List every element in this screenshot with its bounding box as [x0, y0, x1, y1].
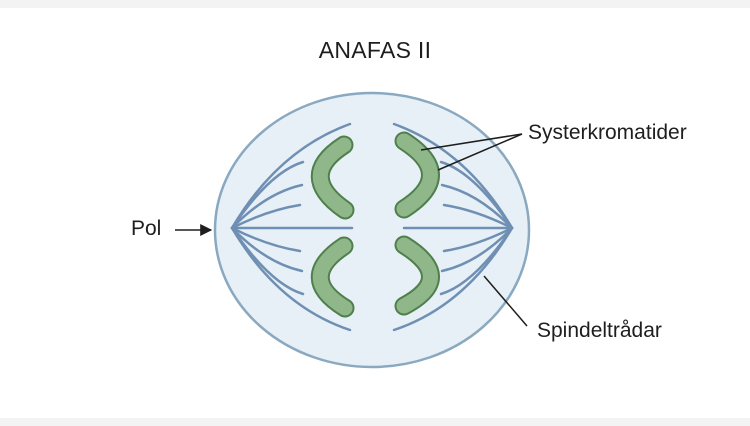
spindle-fiber — [230, 226, 304, 273]
chromatid-upper-left — [310, 135, 355, 220]
spindle-pointer — [483, 275, 528, 327]
chromatids — [310, 131, 440, 318]
pole-label: Pol — [131, 217, 162, 240]
spindle-fiber — [230, 203, 302, 230]
spindle-fiber — [230, 226, 302, 253]
spindle-fiber — [439, 160, 514, 230]
spindle-fiber — [440, 226, 514, 273]
cell-membrane — [213, 91, 531, 369]
chromatid-upper-right — [394, 131, 440, 219]
spindle-fiber — [440, 183, 514, 230]
spindle-fiber — [442, 226, 514, 253]
chromatid-lower-left — [310, 236, 355, 318]
diagram-title: ANAFAS II — [318, 37, 432, 63]
chromatid-pointer-upper — [420, 133, 523, 151]
spindle-fiber — [230, 183, 304, 230]
spindle-fiber — [392, 226, 514, 332]
spindle-fibers-label: Spindeltrådar — [537, 319, 662, 342]
label-pointers — [175, 133, 528, 327]
spindle-fiber — [230, 226, 352, 332]
spindle-fiber — [230, 160, 305, 230]
sister-chromatids-label: Systerkromatider — [528, 121, 687, 144]
chromatid-lower-right — [394, 235, 440, 316]
chromatid-pointer-lower — [437, 133, 523, 171]
spindle-fibers — [230, 122, 514, 332]
spindle-fiber — [442, 203, 514, 230]
